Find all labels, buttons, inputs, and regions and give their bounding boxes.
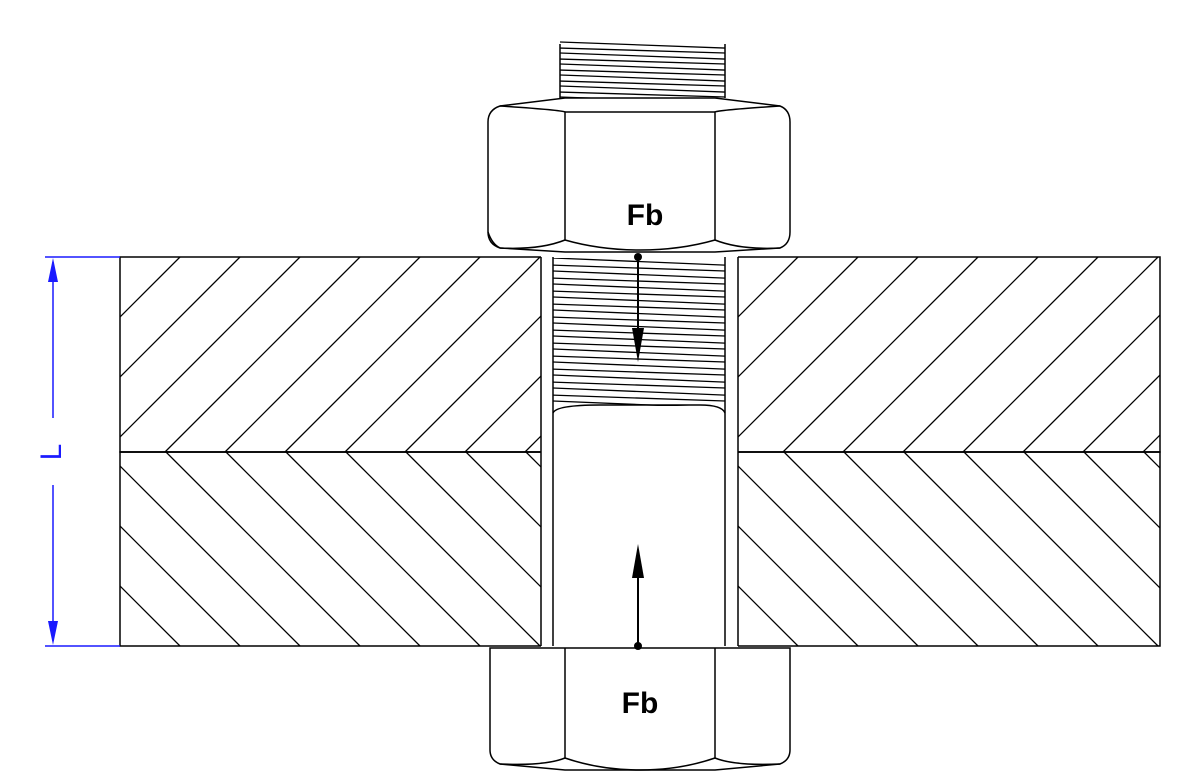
hatch-line: [464, 375, 541, 452]
hatch-line: [902, 257, 1099, 452]
hatch-line: [120, 585, 181, 646]
hatch-line: [120, 465, 301, 646]
hatch-line: [1023, 452, 1160, 589]
thread-line: [559, 47, 725, 54]
thread-line: [553, 361, 725, 370]
hatch-line: [120, 257, 121, 258]
hatch-line: [225, 452, 421, 646]
upper-plate-left-hatch: [0, 257, 960, 452]
hatch-line: [0, 257, 60, 452]
lower-plate-right-hatch: [738, 452, 1160, 646]
top-nut: [487, 97, 791, 253]
thread-line: [559, 69, 725, 76]
dimension-label: L: [35, 444, 68, 461]
thread-line: [553, 374, 725, 383]
hatch-line: [285, 452, 481, 646]
hatch-line: [903, 452, 1099, 646]
hatch-line: [465, 452, 541, 528]
force-label-bottom: Fb: [622, 687, 659, 720]
hatch-line: [782, 257, 979, 452]
bolt-thread-top: [559, 41, 726, 100]
hatch-line: [120, 257, 301, 438]
thread-line: [559, 80, 725, 87]
force-label-top: Fb: [627, 199, 664, 232]
thread-line: [559, 58, 725, 65]
hatch-line: [224, 257, 421, 452]
hatch-line: [842, 257, 1039, 452]
hatch-line: [738, 525, 859, 646]
hatch-line: [284, 257, 481, 452]
hatch-line: [766, 452, 960, 646]
thread-line: [553, 368, 725, 376]
hatch-line: [843, 452, 1039, 646]
hatch-line: [738, 585, 799, 646]
lower-plate-left-hatch: [0, 452, 960, 646]
thread-line: [553, 381, 725, 389]
thread-line: [559, 91, 725, 98]
hatch-line: [738, 465, 919, 646]
hatch-line: [738, 257, 919, 438]
hatch-line: [738, 257, 799, 318]
hatch-line: [1022, 314, 1160, 452]
hatch-line: [1142, 434, 1160, 452]
hatch-line: [765, 257, 960, 452]
hatch-line: [1143, 452, 1160, 469]
hatch-line: [963, 452, 1159, 646]
thread-line: [553, 400, 689, 406]
hatch-line: [345, 452, 541, 646]
thread-line: [553, 394, 725, 402]
hatch-line: [120, 525, 241, 646]
force-arrow-down: [632, 253, 644, 362]
thread-line: [559, 63, 725, 71]
hatch-line: [120, 257, 181, 318]
thread-line: [553, 355, 725, 363]
hatch-line: [405, 452, 541, 588]
hatch-line: [738, 257, 859, 378]
hatch-line: [1083, 452, 1160, 529]
dimension-line: [45, 256, 120, 647]
hatch-line: [164, 257, 361, 452]
thread-line: [559, 41, 725, 49]
thread-line: [559, 85, 725, 93]
bolt-shank: [552, 257, 726, 646]
hatch-line: [165, 452, 361, 646]
hatch-line: [1082, 374, 1160, 452]
hatch-line: [962, 257, 1159, 452]
hatch-line: [120, 645, 121, 646]
thread-line: [553, 387, 725, 396]
hatch-line: [783, 452, 979, 646]
hatch-line: [0, 452, 60, 646]
thread-line: [559, 74, 725, 82]
upper-plate-right-hatch: [738, 257, 1160, 452]
force-arrow-up: [632, 544, 644, 650]
hatch-line: [344, 257, 541, 452]
hatch-line: [120, 257, 241, 378]
thread-line: [559, 52, 725, 60]
hatch-line: [404, 315, 541, 452]
bottom-nut: [489, 647, 791, 771]
